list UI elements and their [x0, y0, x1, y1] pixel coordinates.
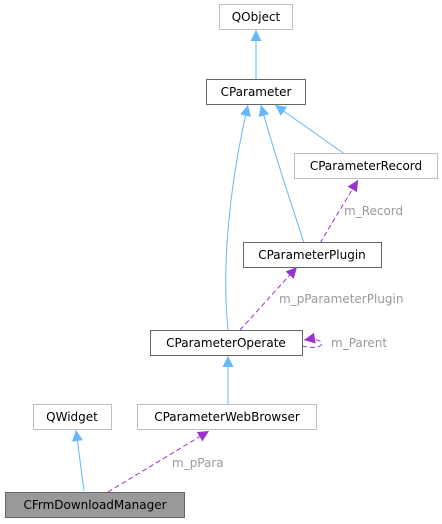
node-label-cfrmdownloadmanager: CFrmDownloadManager — [23, 498, 166, 512]
node-label-cparameter: CParameter — [221, 85, 292, 99]
edge-label-m-pparameterplugin: m_pParameterPlugin — [279, 292, 403, 306]
node-qobject[interactable]: QObject — [219, 4, 293, 30]
node-label-cparameterwebbrowser: CParameterWebBrowser — [154, 410, 300, 424]
node-label-cparameteroperate: CParameterOperate — [166, 336, 286, 350]
edge-label-m-ppara: m_pPara — [172, 456, 224, 470]
edges-layer: m_Record m_pParameterPlugin m_Parent m_p… — [71, 30, 403, 493]
nodes-layer: QObject CParameter CParameterRecord CPar… — [5, 4, 438, 518]
edge-cparameterplugin-to-cparameter — [258, 104, 305, 244]
node-label-cparameterplugin: CParameterPlugin — [258, 248, 366, 262]
edge-label-m-parent: m_Parent — [331, 336, 387, 350]
node-cparameterrecord[interactable]: CParameterRecord — [294, 153, 438, 179]
node-cparameteroperate[interactable]: CParameterOperate — [150, 330, 303, 356]
node-cfrmdownloadmanager[interactable]: CFrmDownloadManager — [5, 492, 185, 518]
node-cparameter[interactable]: CParameter — [206, 79, 306, 105]
edge-cparameteroperate-to-cparameter — [225, 104, 251, 331]
edge-cparameterplugin-to-cparameterrecord — [319, 179, 359, 244]
edge-cfrmdownloadmanager-to-qwidget — [71, 429, 85, 492]
node-label-cparameterrecord: CParameterRecord — [310, 159, 422, 173]
node-label-qwidget: QWidget — [46, 410, 98, 424]
node-cparameterwebbrowser[interactable]: CParameterWebBrowser — [137, 404, 317, 430]
edge-cfrmdownloadmanager-to-cparameterwebbrowser — [107, 430, 210, 493]
edge-cparameteroperate-to-cparameterplugin — [239, 266, 298, 331]
node-label-qobject: QObject — [232, 10, 281, 24]
node-cparameterplugin[interactable]: CParameterPlugin — [243, 242, 382, 268]
node-qwidget[interactable]: QWidget — [33, 404, 112, 430]
edge-cparameterrecord-to-cparameter — [274, 104, 347, 156]
edge-label-m-record: m_Record — [344, 204, 403, 218]
edge-cparameteroperate-self — [301, 332, 323, 348]
